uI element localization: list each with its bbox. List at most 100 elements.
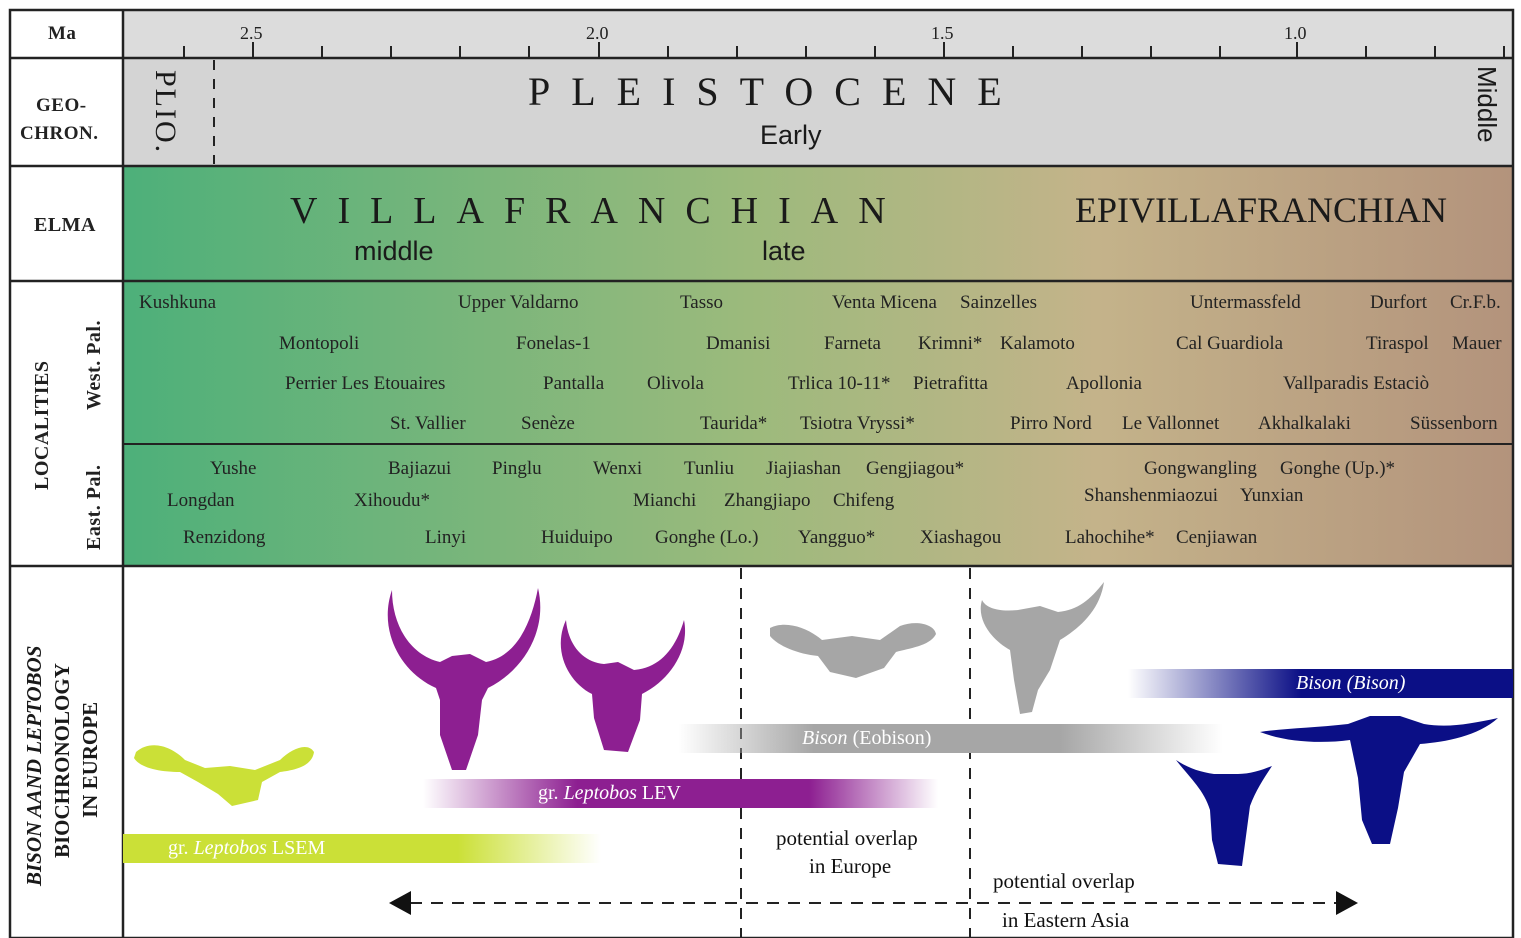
biochron-label-line1: BISON AAND LEPTOBOS bbox=[24, 646, 45, 886]
locality-west: Cr.F.b. bbox=[1450, 293, 1501, 312]
tick-label-1-0: 1.0 bbox=[1284, 24, 1307, 42]
elma-middle-label: middle bbox=[354, 238, 434, 265]
locality-east: Tunliu bbox=[684, 459, 734, 478]
locality-west: Pantalla bbox=[543, 374, 604, 393]
locality-east: Shanshenmiaozui bbox=[1084, 486, 1218, 505]
locality-west: Krimni* bbox=[918, 334, 982, 353]
locality-east: Chifeng bbox=[833, 491, 894, 510]
locality-west: Durfort bbox=[1370, 293, 1427, 312]
locality-east: Wenxi bbox=[593, 459, 642, 478]
localities-label: LOCALITIES bbox=[32, 361, 52, 491]
east-pal-label: East. Pal. bbox=[84, 464, 104, 550]
locality-east: Jiajiashan bbox=[766, 459, 841, 478]
locality-east: Linyi bbox=[425, 528, 466, 547]
bar-label-suffix: LEV bbox=[637, 782, 681, 804]
locality-west: Senèze bbox=[521, 414, 575, 433]
locality-west: Akhalkalaki bbox=[1258, 414, 1351, 433]
locality-west: Mauer bbox=[1452, 334, 1502, 353]
locality-west: Venta Micena bbox=[832, 293, 937, 312]
arrow-left-icon bbox=[389, 891, 411, 915]
locality-west: Untermassfeld bbox=[1190, 293, 1301, 312]
bar-label-suffix: LSEM bbox=[267, 837, 325, 859]
bar-label-suffix: (Eobison) bbox=[848, 727, 932, 749]
bar-label-suffix: (Bison) bbox=[1342, 672, 1406, 694]
locality-east: Xihoudu* bbox=[354, 491, 430, 510]
biochron-label-line2: BIOCHRONOLOGY bbox=[52, 663, 73, 858]
bison-bison-skull-large-icon bbox=[1260, 716, 1498, 844]
epivillafranchian-label: EPIVILLAFRANCHIAN bbox=[1075, 192, 1447, 228]
locality-east: Huiduipo bbox=[541, 528, 613, 547]
bison-eobison-skull-front-icon bbox=[770, 623, 936, 678]
locality-west: Perrier Les Etouaires bbox=[285, 374, 445, 393]
locality-west: Pirro Nord bbox=[1010, 414, 1092, 433]
locality-east: Yangguo* bbox=[798, 528, 875, 547]
locality-west: Dmanisi bbox=[706, 334, 770, 353]
bar-label-leptobos-lev: gr. Leptobos LEV bbox=[538, 783, 681, 803]
locality-east: Cenjiawan bbox=[1176, 528, 1257, 547]
locality-west: Kushkuna bbox=[139, 293, 216, 312]
ma-label: Ma bbox=[48, 24, 76, 43]
elma-late-label: late bbox=[762, 238, 806, 265]
locality-west: Kalamoto bbox=[1000, 334, 1075, 353]
locality-west: Montopoli bbox=[279, 334, 359, 353]
bar-label-bison-bison: Bison (Bison) bbox=[1296, 673, 1405, 693]
leptobos-lev-skull-large-icon bbox=[388, 588, 541, 770]
bar-label-leptobos-lsem: gr. Leptobos LSEM bbox=[168, 838, 325, 858]
locality-east: Mianchi bbox=[633, 491, 696, 510]
locality-west: Sainzelles bbox=[960, 293, 1037, 312]
locality-west: Tsiotra Vryssi* bbox=[800, 414, 915, 433]
locality-west: Le Vallonnet bbox=[1122, 414, 1219, 433]
tick-label-2-0: 2.0 bbox=[586, 24, 609, 42]
locality-east: Gonghe (Lo.) bbox=[655, 528, 758, 547]
locality-east: Zhangjiapo bbox=[724, 491, 811, 510]
leptobos-lev-skull-small-icon bbox=[561, 620, 685, 752]
leptobos-lsem-skull-icon bbox=[134, 745, 314, 806]
early-label: Early bbox=[760, 122, 822, 149]
locality-west: Tiraspol bbox=[1366, 334, 1429, 353]
locality-west: Farneta bbox=[824, 334, 881, 353]
bar-label-taxon: Leptobos bbox=[194, 837, 267, 859]
arrow-right-icon bbox=[1336, 891, 1358, 915]
overlap-asia-line1: potential overlap bbox=[993, 871, 1135, 892]
bison-eobison-skull-side-icon bbox=[981, 582, 1104, 714]
locality-east: Yunxian bbox=[1240, 486, 1303, 505]
bar-label-taxon: Bison bbox=[802, 727, 848, 749]
overlap-europe-line2: in Europe bbox=[809, 856, 891, 877]
locality-east: Gengjiagou* bbox=[866, 459, 964, 478]
geochron-label-line1: GEO- bbox=[36, 96, 87, 115]
locality-west: Vallparadis Estaciò bbox=[1283, 374, 1429, 393]
overlap-europe-line1: potential overlap bbox=[776, 828, 918, 849]
locality-west: Fonelas-1 bbox=[516, 334, 591, 353]
tick-label-2-5: 2.5 bbox=[240, 24, 263, 42]
locality-east: Renzidong bbox=[183, 528, 265, 547]
middle-pleistocene-label: Middle bbox=[1474, 66, 1500, 143]
pleistocene-label: PLEISTOCENE bbox=[528, 72, 1023, 112]
bar-label-taxon: Leptobos bbox=[564, 782, 637, 804]
locality-west: Taurida* bbox=[700, 414, 767, 433]
locality-east: Longdan bbox=[167, 491, 235, 510]
locality-east: Pinglu bbox=[492, 459, 542, 478]
bar-label-prefix: gr. bbox=[538, 782, 564, 804]
bar-label-prefix: gr. bbox=[168, 837, 194, 859]
bar-label-bison-eobison: Bison (Eobison) bbox=[802, 728, 931, 748]
elma-label: ELMA bbox=[34, 215, 96, 235]
locality-west: Apollonia bbox=[1066, 374, 1142, 393]
locality-east: Yushe bbox=[210, 459, 256, 478]
bison-bison-skull-small-icon bbox=[1176, 760, 1272, 866]
bar-label-taxon: Bison bbox=[1296, 672, 1342, 694]
locality-east: Xiashagou bbox=[920, 528, 1001, 547]
villafranchian-label: VILLAFRANCHIAN bbox=[290, 192, 906, 230]
locality-west: Pietrafitta bbox=[913, 374, 988, 393]
west-pal-label: West. Pal. bbox=[84, 320, 104, 410]
locality-west: Tasso bbox=[680, 293, 723, 312]
locality-east: Lahochihe* bbox=[1065, 528, 1155, 547]
overlap-asia-line2: in Eastern Asia bbox=[1002, 910, 1129, 931]
locality-east: Gongwangling bbox=[1144, 459, 1257, 478]
plio-label: PLIO. bbox=[150, 70, 180, 154]
locality-west: Cal Guardiola bbox=[1176, 334, 1283, 353]
locality-east: Bajiazui bbox=[388, 459, 451, 478]
locality-west: Trlica 10-11* bbox=[788, 374, 891, 393]
locality-west: Upper Valdarno bbox=[458, 293, 578, 312]
tick-label-1-5: 1.5 bbox=[931, 24, 954, 42]
